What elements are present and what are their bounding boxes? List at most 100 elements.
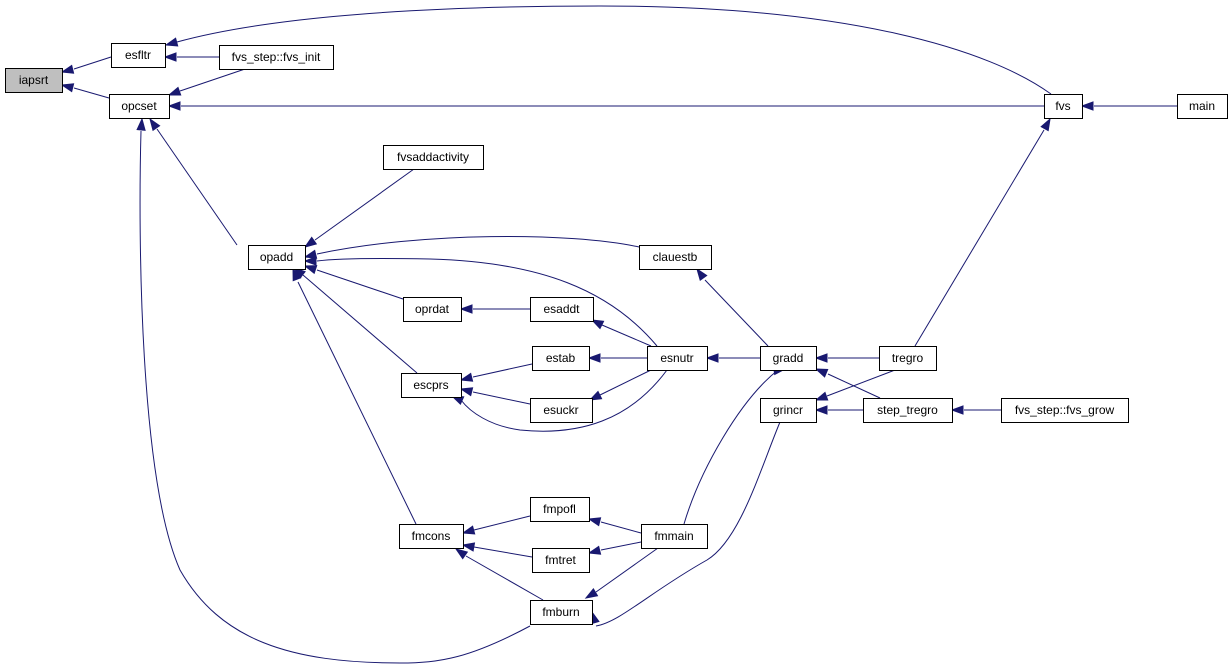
edge-arrowhead	[1080, 101, 1094, 111]
node-box	[863, 398, 953, 423]
edge-arrowhead	[292, 267, 302, 282]
node-estab[interactable]: estab	[532, 346, 590, 371]
node-box	[530, 600, 593, 625]
edge-arrowhead	[814, 353, 828, 363]
edge-fvs-to-opcset	[167, 101, 1044, 111]
node-label: esaddt	[543, 302, 580, 316]
edge-clauestb-to-opadd	[303, 236, 640, 259]
edge-line	[683, 369, 779, 525]
edge-arrowhead	[696, 267, 708, 282]
edge-line	[316, 269, 404, 300]
node-box	[383, 145, 484, 170]
node-fvsaddactivity[interactable]: fvsaddactivity	[383, 145, 484, 170]
edge-arrowhead	[814, 391, 829, 401]
edge-esuckr-to-escprs	[459, 387, 531, 405]
node-box	[530, 497, 590, 522]
edge-arrowhead	[149, 117, 161, 132]
node-fmmain[interactable]: fmmain	[641, 524, 708, 549]
node-box	[111, 43, 166, 68]
node-box	[1044, 94, 1083, 119]
edge-line	[302, 274, 418, 374]
node-opadd[interactable]: opadd	[248, 245, 306, 270]
node-box	[760, 398, 817, 423]
node-esfltr[interactable]: esfltr	[111, 43, 166, 68]
edge-arrowhead	[590, 319, 605, 330]
node-fmtret[interactable]: fmtret	[532, 548, 590, 573]
edge-arrowhead	[60, 64, 75, 74]
edge-arrowhead	[60, 83, 75, 93]
edge-line	[473, 546, 533, 558]
edge-esnutr-to-estab	[587, 353, 647, 363]
node-fmburn[interactable]: fmburn	[530, 600, 593, 625]
edge-line	[599, 369, 652, 396]
node-label: estab	[546, 351, 576, 365]
node-opcset[interactable]: opcset	[109, 94, 170, 119]
node-label: oprdat	[415, 302, 450, 316]
node-box	[219, 45, 334, 70]
edge-line	[73, 56, 112, 70]
edge-line	[595, 547, 659, 593]
node-box	[641, 524, 708, 549]
edge-esnutr-to-esaddt	[590, 319, 652, 347]
node-fmpofl[interactable]: fmpofl	[530, 497, 590, 522]
edge-arrowhead	[303, 256, 317, 266]
node-gradd[interactable]: gradd	[760, 346, 817, 371]
edge-arrowhead	[303, 249, 318, 259]
node-fvs-init[interactable]: fvs_step::fvs_init	[219, 45, 334, 70]
edge-fvs_init-to-esfltr	[163, 52, 219, 62]
node-box	[532, 548, 590, 573]
edge-fmburn-to-opcset	[136, 117, 531, 664]
edge-fmmain-to-fmtret	[587, 541, 642, 555]
node-label: fmpofl	[543, 502, 576, 516]
edge-line	[176, 5, 1052, 95]
node-box	[532, 346, 590, 371]
node-box	[647, 346, 708, 371]
edge-arrowhead	[136, 117, 146, 131]
edge-opcset-to-iapsrt	[60, 83, 110, 99]
edge-arrowhead	[167, 101, 181, 111]
node-step-tregro[interactable]: step_tregro	[863, 398, 953, 423]
edge-line	[460, 369, 668, 432]
node-grincr[interactable]: grincr	[760, 398, 817, 423]
edge-line	[472, 391, 531, 405]
edge-oprdat-to-opadd	[303, 265, 404, 300]
edge-line	[179, 68, 246, 92]
node-main[interactable]: main	[1177, 94, 1228, 119]
node-label: gradd	[773, 351, 804, 365]
node-clauestb[interactable]: clauestb	[639, 245, 712, 270]
node-esaddt[interactable]: esaddt	[530, 297, 594, 322]
edge-line	[156, 128, 238, 246]
edge-arrowhead	[461, 542, 476, 552]
node-label: fvs_step::fvs_grow	[1015, 403, 1115, 417]
edge-esfltr-to-iapsrt	[60, 56, 112, 74]
node-iapsrt[interactable]: iapsrt	[5, 68, 63, 93]
node-esuckr[interactable]: esuckr	[530, 398, 593, 423]
node-box	[109, 94, 170, 119]
node-escprs[interactable]: escprs	[401, 373, 462, 398]
node-label: fvs_step::fvs_init	[232, 50, 321, 64]
edge-line	[73, 87, 110, 99]
edge-escprs-to-opadd	[292, 267, 418, 374]
node-label: fvs	[1055, 99, 1070, 113]
node-label: opcset	[121, 99, 157, 113]
node-esnutr[interactable]: esnutr	[647, 346, 708, 371]
node-fvs[interactable]: fvs	[1044, 94, 1083, 119]
node-label: esfltr	[125, 48, 151, 62]
edge-gradd-to-clauestb	[696, 267, 769, 347]
node-tregro[interactable]: tregro	[879, 346, 937, 371]
node-label: fmmain	[654, 529, 693, 543]
edge-line	[472, 363, 533, 378]
edge-arrowhead	[303, 265, 318, 275]
node-box	[1177, 94, 1228, 119]
node-fvs-grow[interactable]: fvs_step::fvs_grow	[1001, 398, 1129, 423]
edge-arrowhead	[587, 545, 602, 555]
edge-arrowhead	[459, 304, 473, 314]
edge-gradd-to-esnutr	[705, 353, 760, 363]
node-label: fmtret	[545, 553, 576, 567]
edge-fvs_grow-to-step_tregro	[950, 405, 1001, 415]
edge-line	[914, 129, 1045, 347]
edge-arrowhead	[167, 86, 182, 96]
node-oprdat[interactable]: oprdat	[403, 297, 462, 322]
node-fmcons[interactable]: fmcons	[399, 524, 464, 549]
edge-estab-to-escprs	[459, 363, 533, 382]
